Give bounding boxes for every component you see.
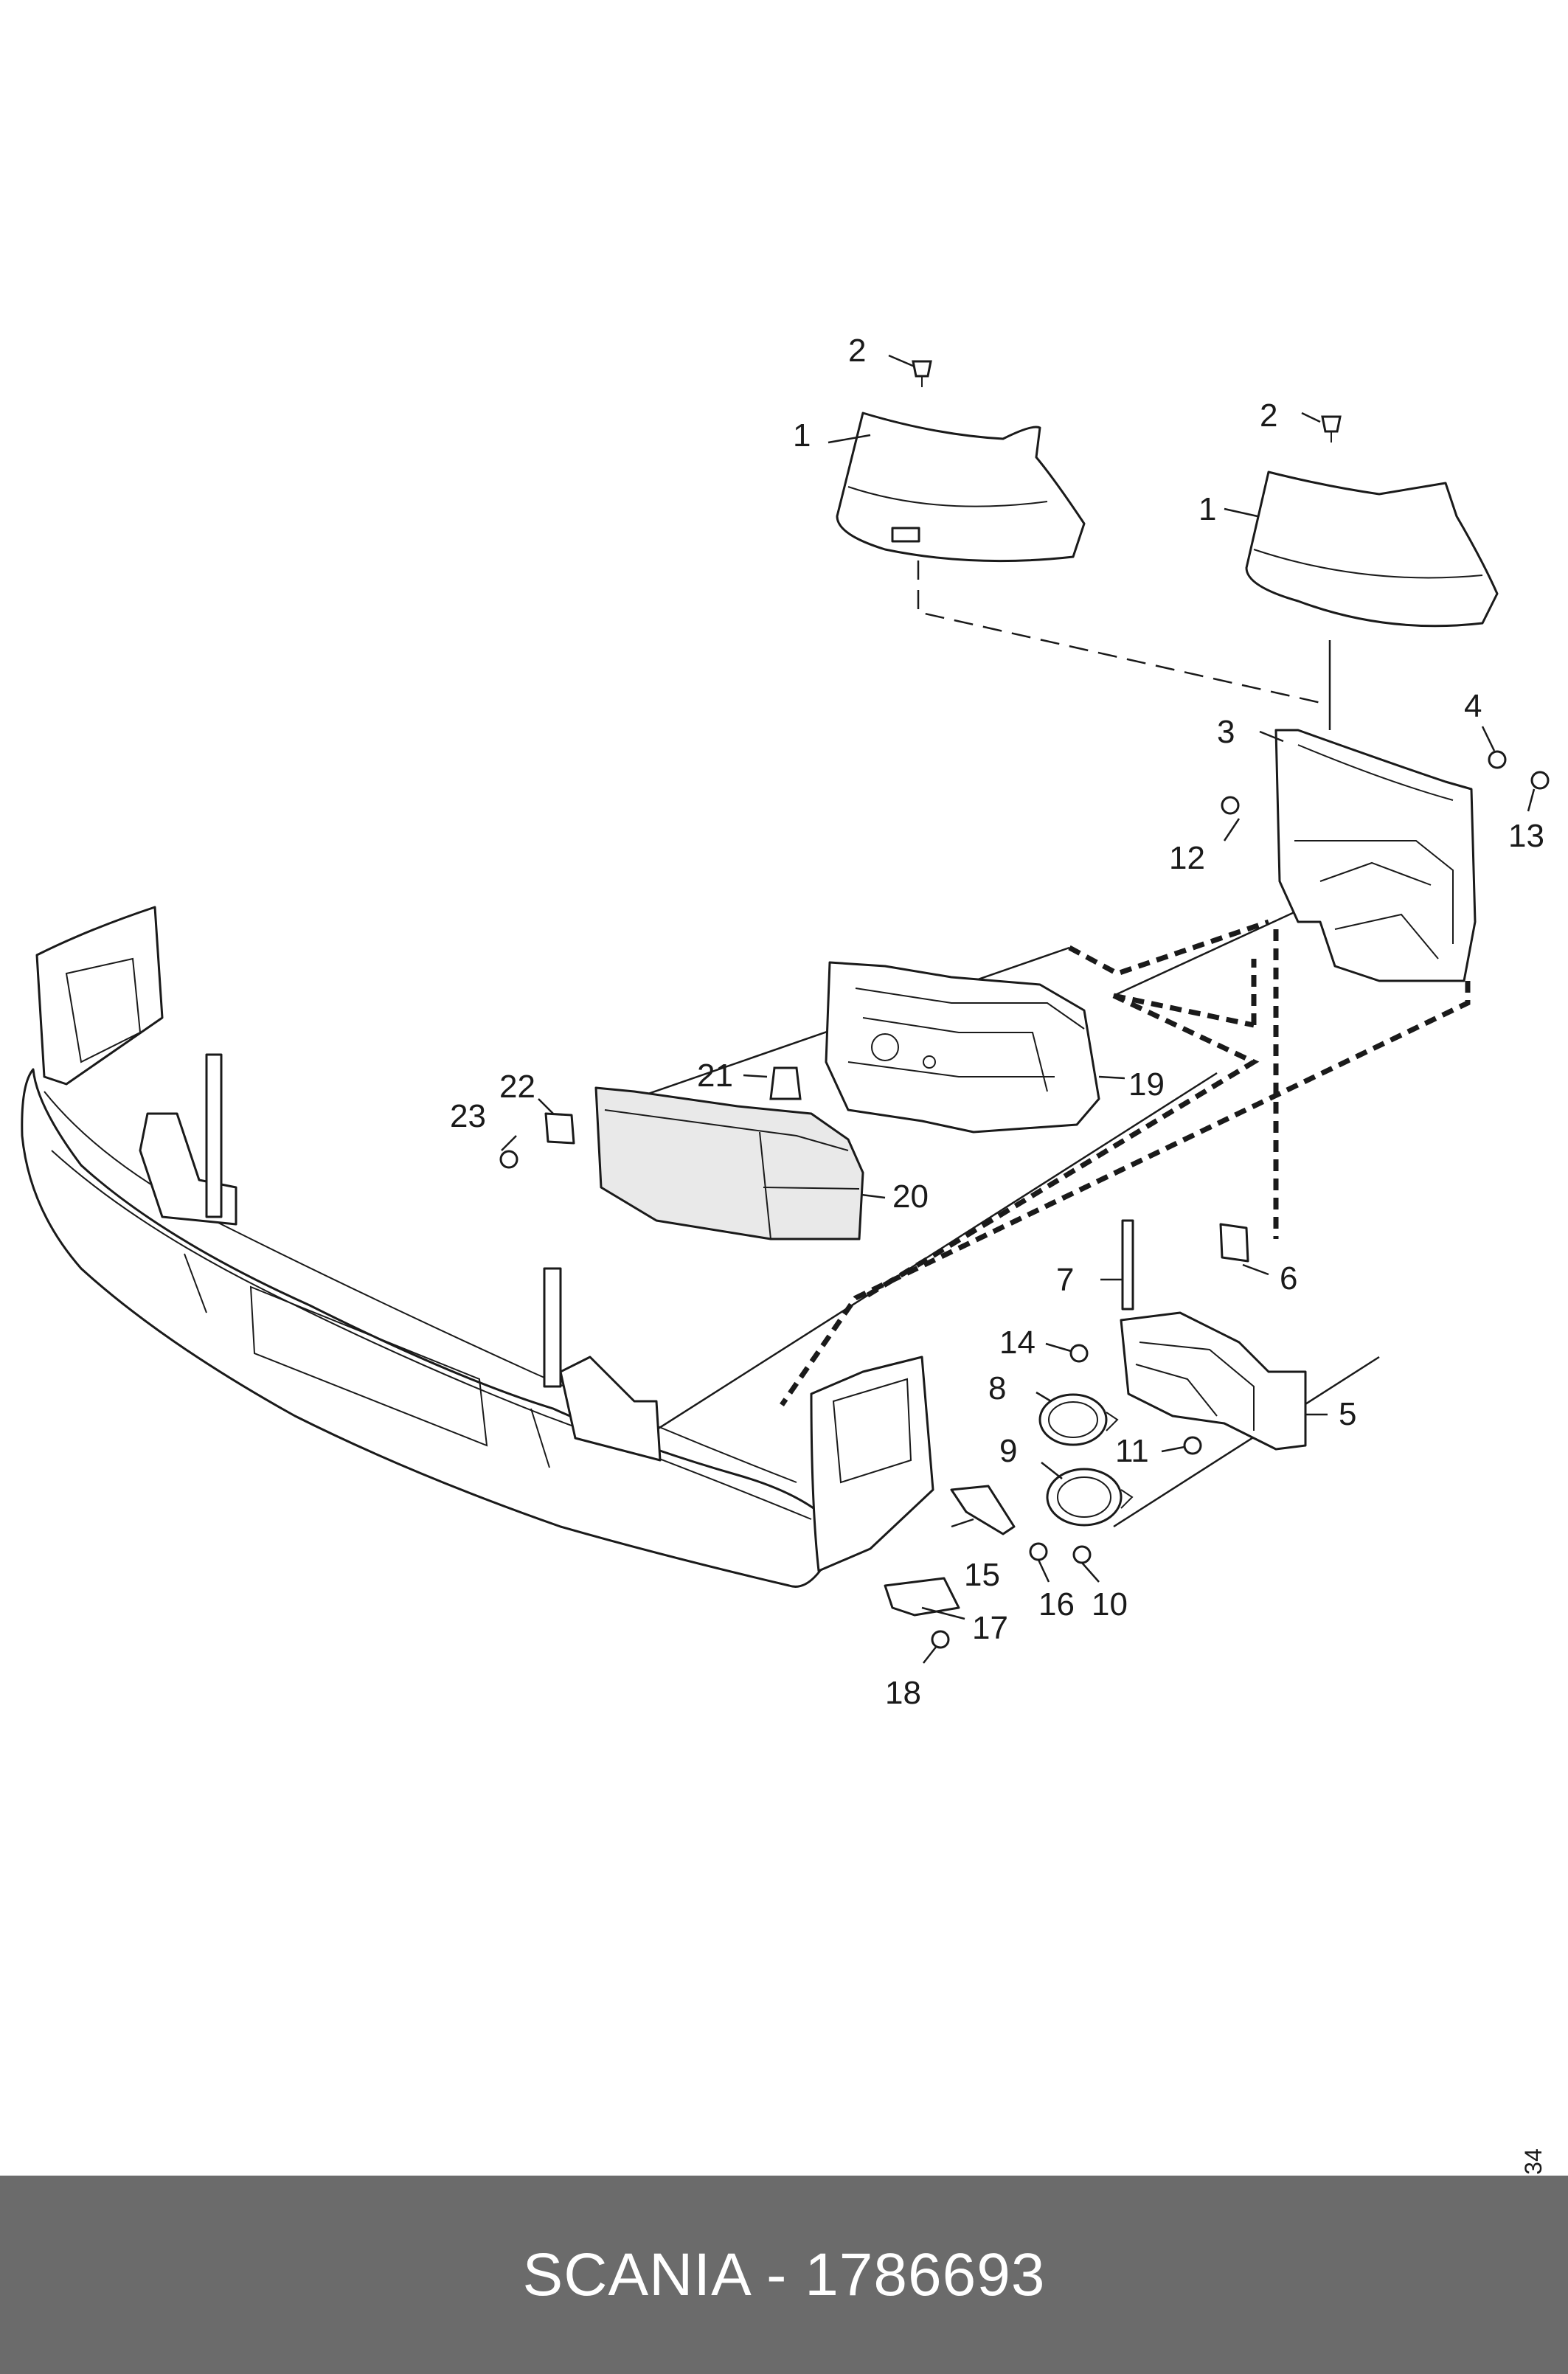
- callout-8: 8: [988, 1370, 1006, 1406]
- callout-9: 9: [999, 1433, 1017, 1469]
- callout-12: 12: [1169, 840, 1205, 876]
- bolt-12: [1221, 796, 1240, 815]
- callout-labels: 1 1 2 2 3 4 5 6 7 8 9 10 11 12 13 14 15 …: [450, 333, 1544, 1711]
- callout-7: 7: [1056, 1262, 1074, 1298]
- bumper-end-bracket-left: [35, 906, 164, 1086]
- assembly-guide-lines: [611, 560, 1471, 1528]
- fog-lamp-lower: [1046, 1468, 1134, 1527]
- callout-22: 22: [499, 1069, 535, 1105]
- headlamp-unit: [594, 1086, 864, 1240]
- callout-14: 14: [999, 1325, 1035, 1361]
- callout-20: 20: [892, 1179, 929, 1215]
- callout-1-right: 1: [1198, 491, 1216, 527]
- part-number-title: SCANIA - 1786693: [522, 2241, 1046, 2308]
- screw-top-left: [912, 360, 932, 387]
- bolt-18: [931, 1630, 950, 1649]
- bracket-15: [950, 1485, 1016, 1535]
- front-bumper-beam: [21, 1068, 835, 1588]
- callout-17: 17: [972, 1610, 1008, 1646]
- bolt-10: [1072, 1545, 1092, 1564]
- beam-mount-bracket-right: [543, 1267, 662, 1462]
- callout-13: 13: [1508, 818, 1544, 854]
- callout-11: 11: [1115, 1433, 1149, 1469]
- callout-19: 19: [1128, 1066, 1165, 1103]
- clip-6: [1219, 1223, 1249, 1263]
- leader-lines: [501, 354, 1536, 1664]
- fog-lamp-upper: [1038, 1393, 1119, 1446]
- bolt-14: [1069, 1344, 1089, 1363]
- callout-2-left: 2: [848, 333, 866, 369]
- corner-bracket: [1274, 729, 1477, 982]
- callout-21: 21: [697, 1058, 733, 1094]
- callout-1-left: 1: [793, 417, 811, 454]
- callout-23: 23: [450, 1098, 486, 1134]
- callout-4: 4: [1464, 688, 1482, 724]
- callout-5: 5: [1339, 1396, 1356, 1432]
- footer-bar: SCANIA - 1786693: [0, 2176, 1568, 2374]
- fog-lamp-bracket: [1120, 1311, 1307, 1451]
- bolt-16: [1029, 1542, 1048, 1561]
- bolt-21: [769, 1066, 802, 1100]
- rod-7: [1121, 1219, 1134, 1311]
- corner-panel-left: [836, 412, 1086, 563]
- callout-15: 15: [964, 1557, 1000, 1593]
- bolt-11: [1183, 1436, 1202, 1455]
- bracket-17: [884, 1577, 960, 1617]
- screw-top-right: [1321, 415, 1342, 442]
- callout-6: 6: [1280, 1260, 1297, 1297]
- bolt-23: [499, 1150, 518, 1169]
- parts-diagram: 1 1 2 2 3 4 5 6 7 8 9 10 11 12 13 14 15 …: [21, 333, 1550, 1711]
- callout-16: 16: [1038, 1586, 1075, 1622]
- callout-18: 18: [885, 1675, 921, 1711]
- bumper-end-bracket-right: [810, 1356, 934, 1572]
- callout-10: 10: [1092, 1586, 1128, 1622]
- headlamp-housing: [825, 961, 1100, 1134]
- beam-mount-bracket-left: [139, 1053, 237, 1226]
- bolt-4: [1488, 750, 1507, 769]
- bolt-13: [1530, 771, 1550, 790]
- bracket-22: [544, 1112, 575, 1145]
- corner-panel-right: [1245, 471, 1499, 628]
- callout-2-right: 2: [1260, 398, 1277, 434]
- callout-3: 3: [1217, 714, 1235, 750]
